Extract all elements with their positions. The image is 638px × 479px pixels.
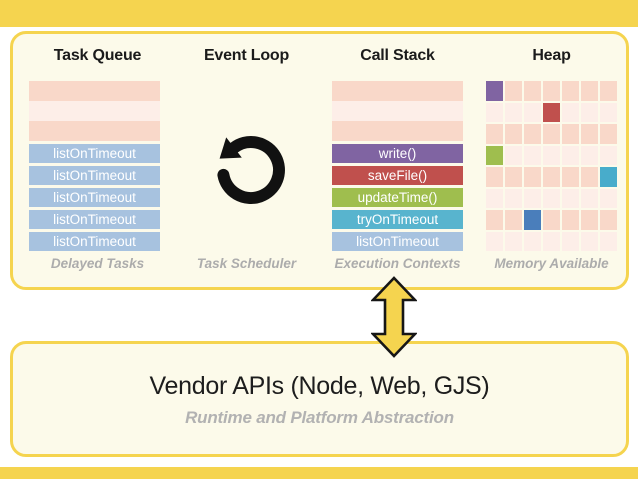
heap-cell [486,210,503,230]
empty-slot-bar [29,101,160,121]
heap-cell [562,102,579,122]
heap-footer: Memory Available [494,256,609,271]
tryOnTimeout-bar: tryOnTimeout [332,210,463,229]
heap-cell [581,210,598,230]
heap-cell [600,145,617,165]
heap-cell [524,231,541,251]
heap-cell [524,188,541,208]
heap-cell [600,210,617,230]
heap-cell [581,124,598,144]
task-queue-footer: Delayed Tasks [50,256,145,271]
event-loop-header: Event Loop [203,47,290,64]
task-queue-header: Task Queue [53,47,142,64]
task-queue-list: listOnTimeout listOnTimeout listOnTimeout l… [29,81,160,251]
heap-cell [543,188,560,208]
empty-slot-bar [332,121,463,141]
heap-cell [562,124,579,144]
heap-cell [524,145,541,165]
listOnTimeout-bar: listOnTimeout [332,232,463,251]
heap-cell [543,167,560,187]
heap-cell [600,81,617,101]
heap-cell [581,81,598,101]
heap-cell [562,167,579,187]
heap-cell [505,188,522,208]
call-stack-header: Call Stack [360,47,435,64]
heap-cell [581,102,598,122]
heap-cell [505,167,522,187]
heap-cell [562,231,579,251]
updateTime-bar: updateTime() [332,188,463,207]
heap-cell [581,145,598,165]
listOnTimeout-bar: listOnTimeout [29,188,160,207]
listOnTimeout-bar: listOnTimeout [29,144,160,163]
counterclockwise-loop-arrow-icon [217,136,285,205]
heap-cell [600,124,617,144]
heap-cell [543,145,560,165]
empty-slot-bar [332,81,463,101]
heap-cell [524,167,541,187]
heap-cell [524,81,541,101]
heap-memory-grid [486,81,617,251]
heap-cell [486,231,503,251]
heap-cell [486,124,503,144]
heap-cell-allocated [600,167,617,187]
heap-cell [562,210,579,230]
heap-cell-allocated [486,81,503,101]
heap-cell [486,102,503,122]
heap-cell [600,188,617,208]
bottom-accent-band [0,467,638,479]
heap-cell [562,81,579,101]
heap-cell [581,167,598,187]
heap-cell [543,210,560,230]
heap-cell [562,188,579,208]
runtime-internals-panel: Task Queue Event Loop Call Stack Heap li… [10,31,629,290]
double-headed-arrow-icon [371,276,417,358]
write-bar: write() [332,144,463,163]
heap-cell [581,231,598,251]
vendor-apis-panel: Vendor APIs (Node, Web, GJS) Runtime and… [10,341,629,457]
call-stack-footer: Execution Contexts [334,256,461,271]
heap-cell [505,210,522,230]
heap-cell [600,102,617,122]
heap-cell [505,231,522,251]
call-stack-list: write() saveFile() updateTime() tryOnTimeou… [332,81,463,251]
heap-cell [486,167,503,187]
heap-cell [562,145,579,165]
top-accent-band [0,0,638,27]
heap-cell [524,102,541,122]
empty-slot-bar [29,81,160,101]
heap-cell [543,124,560,144]
heap-header: Heap [532,47,571,64]
heap-cell [486,188,503,208]
heap-cell [505,102,522,122]
heap-cell [581,188,598,208]
heap-cell [524,124,541,144]
heap-cell [543,81,560,101]
vendor-apis-title: Vendor APIs (Node, Web, GJS) [149,372,490,400]
empty-slot-bar [332,101,463,121]
heap-cell-allocated [543,102,560,122]
listOnTimeout-bar: listOnTimeout [29,210,160,229]
heap-cell [505,81,522,101]
heap-cell [505,124,522,144]
listOnTimeout-bar: listOnTimeout [29,166,160,185]
heap-cell [505,145,522,165]
saveFile-bar: saveFile() [332,166,463,185]
empty-slot-bar [29,121,160,141]
heap-cell-allocated [524,210,541,230]
listOnTimeout-bar: listOnTimeout [29,232,160,251]
heap-cell-allocated [486,145,503,165]
heap-cell [600,231,617,251]
event-loop-footer: Task Scheduler [196,256,297,271]
vendor-apis-subtitle: Runtime and Platform Abstraction [185,408,454,427]
heap-cell [543,231,560,251]
